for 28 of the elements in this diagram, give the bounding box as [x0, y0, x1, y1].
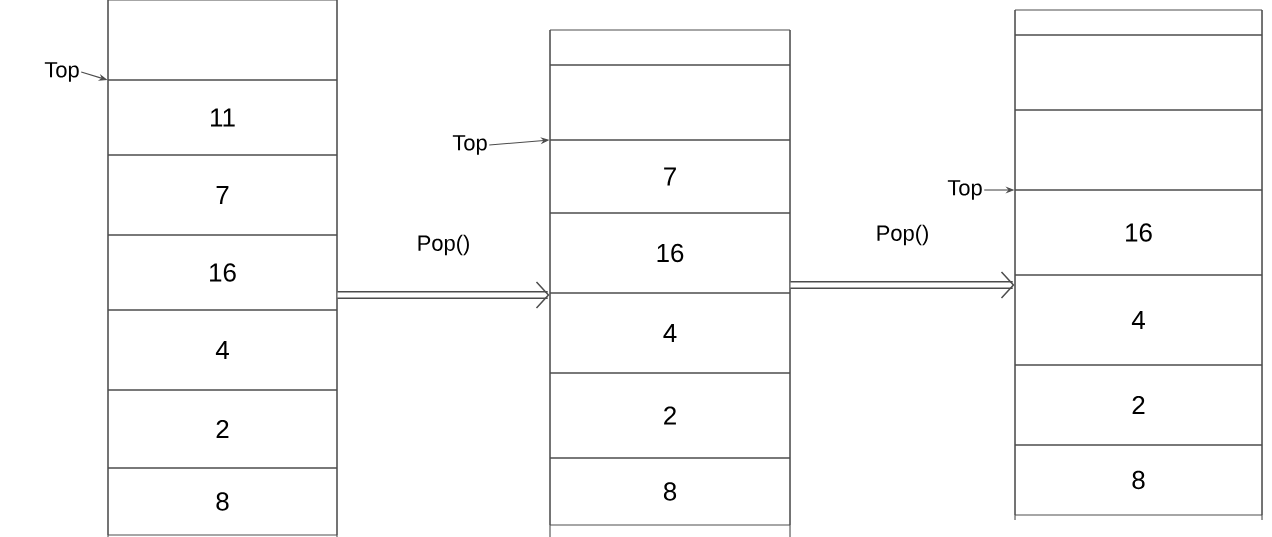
stack-cell: 4 [1014, 274, 1263, 366]
empty-cell [107, 0, 338, 81]
stack-cell: 16 [549, 212, 791, 294]
stack-cell: 7 [107, 154, 338, 236]
edge-label: Pop() [877, 224, 928, 246]
edge-label: Pop() [418, 234, 469, 256]
stack-cell: 8 [1014, 444, 1263, 516]
pointer-label: Top [44, 62, 79, 82]
stack-cell: 16 [107, 234, 338, 311]
stack-cell: 8 [549, 457, 791, 526]
stack-cell: 16 [1014, 189, 1263, 276]
stack-cell: 4 [107, 309, 338, 391]
stack-cell: 7 [549, 139, 791, 214]
empty-cell [1014, 109, 1263, 191]
empty-cell [549, 29, 791, 66]
double-arrow [790, 271, 1015, 299]
stack-cell: 11 [107, 79, 338, 156]
double-arrow [337, 281, 550, 309]
pointer-label: Top [947, 180, 982, 200]
stack-cell: 2 [1014, 364, 1263, 446]
stack-cell: 2 [549, 372, 791, 459]
stack-cell: 8 [107, 467, 338, 536]
empty-cell [1014, 9, 1263, 36]
pointer-label: Top [452, 135, 487, 155]
stack-cell: 2 [107, 389, 338, 469]
empty-cell [1014, 34, 1263, 111]
stack-cell: 4 [549, 292, 791, 374]
empty-cell [549, 64, 791, 141]
